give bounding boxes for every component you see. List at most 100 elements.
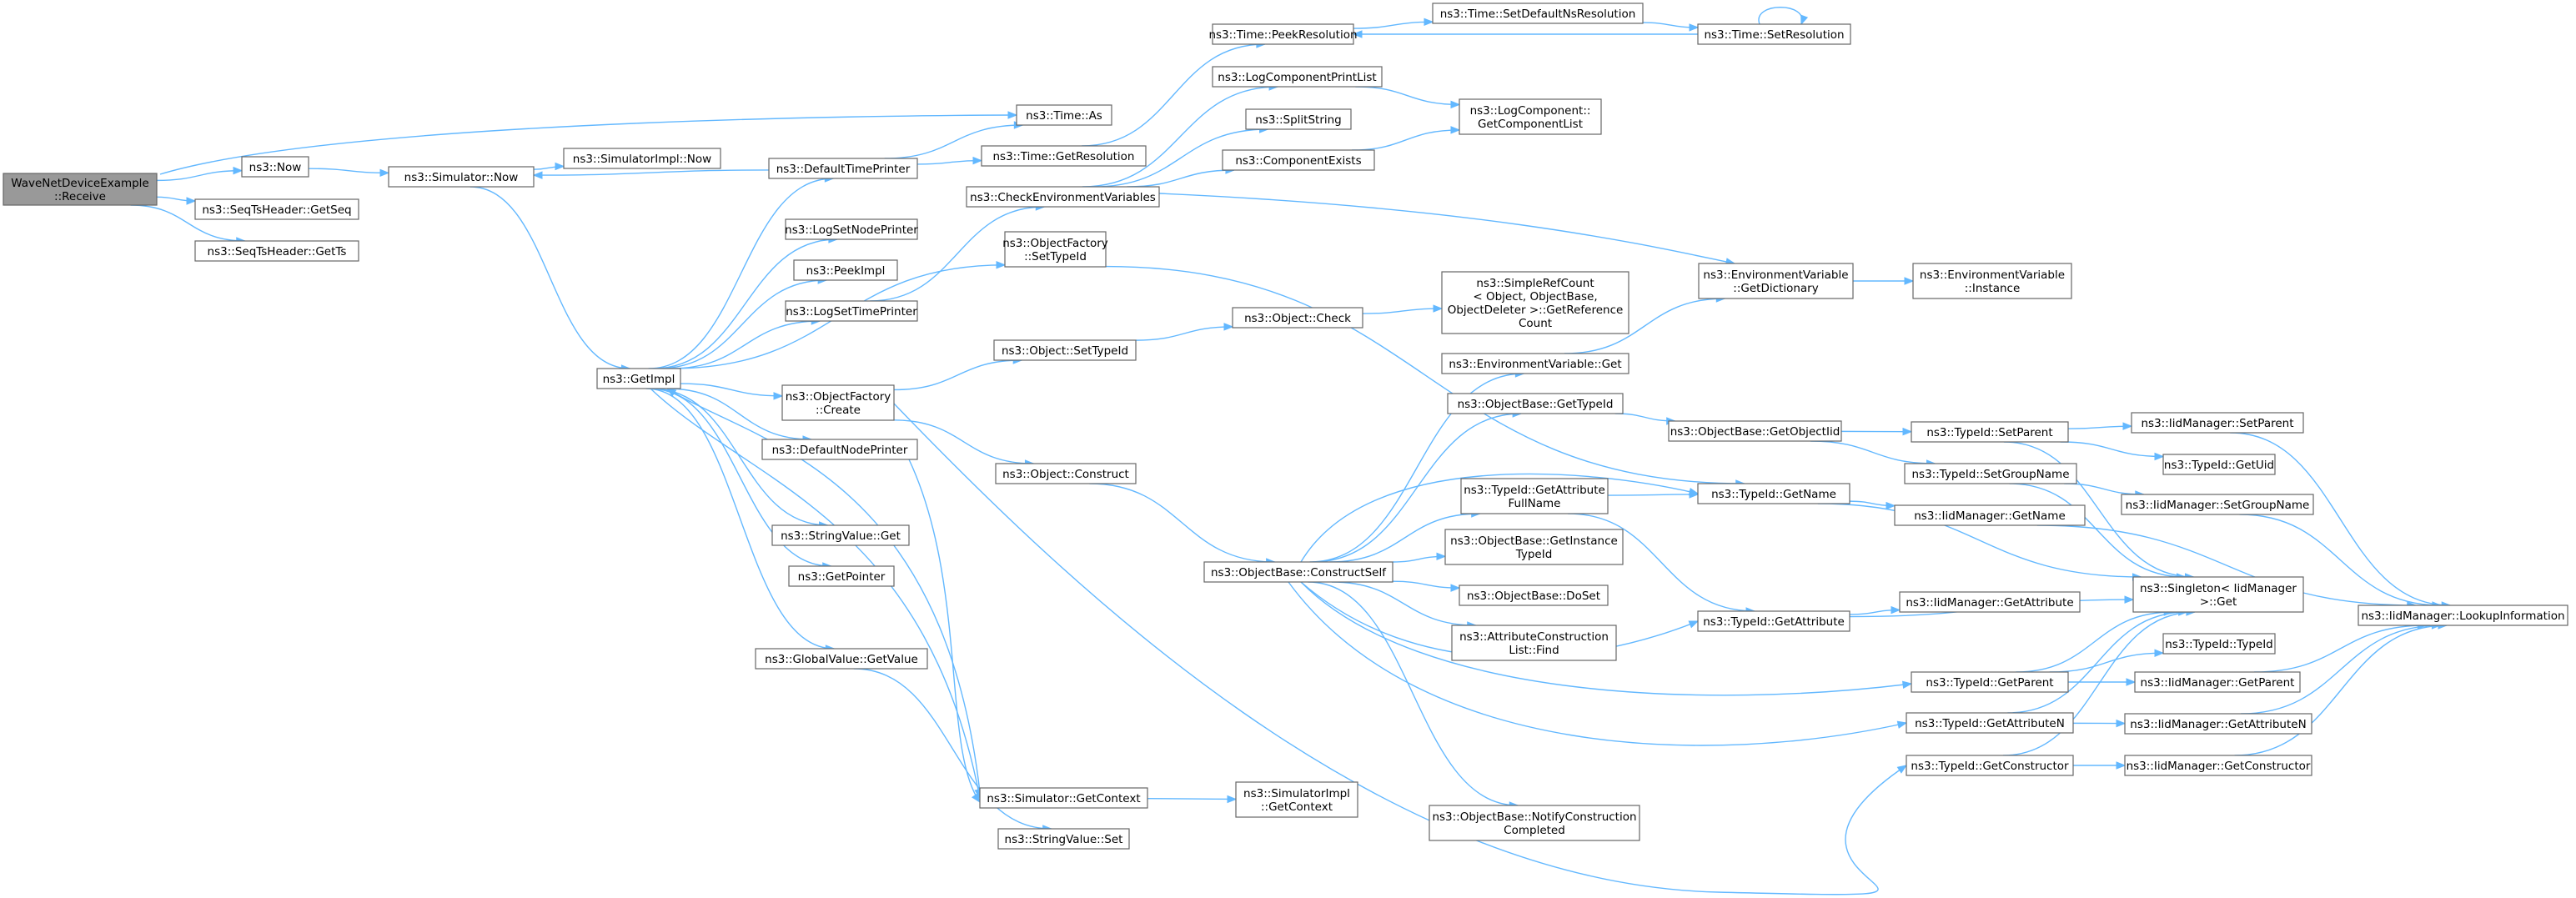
node-objconstruct[interactable]: ns3::Object::Construct [995, 463, 1137, 484]
edge-arrowhead [555, 162, 565, 171]
node-iidsetparent[interactable]: ns3::IidManager::SetParent [2131, 412, 2304, 434]
node-tidgetparent[interactable]: ns3::TypeId::GetParent [1911, 671, 2069, 693]
node-iidgetattr[interactable]: ns3::IidManager::GetAttribute [1899, 591, 2081, 613]
node-tidgetuid[interactable]: ns3::TypeId::GetUid [2162, 454, 2276, 475]
node-setdefns[interactable]: ns3::Time::SetDefaultNsResolution [1432, 3, 1644, 24]
edge-now-to-simnow [308, 168, 390, 178]
node-obgettid[interactable]: ns3::ObjectBase::GetTypeId [1447, 393, 1624, 414]
node-cev[interactable]: ns3::CheckEnvironmentVariables [966, 186, 1160, 208]
edge-line [2016, 611, 2173, 673]
node-label: TypeId [1515, 548, 1553, 561]
node-tidgetname[interactable]: ns3::TypeId::GetName [1697, 483, 1850, 504]
node-ofcreate[interactable]: ns3::ObjectFactory::Create [781, 384, 895, 421]
node-tidgetattrn[interactable]: ns3::TypeId::GetAttributeN [1906, 712, 2074, 734]
edge-line [1353, 21, 1434, 29]
node-lstp[interactable]: ns3::LogSetTimePrinter [785, 300, 918, 322]
node-getseq[interactable]: ns3::SeqTsHeader::GetSeq [194, 198, 359, 220]
node-svset[interactable]: ns3::StringValue::Set [997, 828, 1130, 850]
node-box [3, 173, 158, 206]
node-peekres[interactable]: ns3::Time::PeekResolution [1208, 23, 1358, 45]
node-gvget[interactable]: ns3::GlobalValue::GetValue [755, 648, 928, 670]
node-iidsetgroup[interactable]: ns3::IidManager::SetGroupName [2121, 494, 2314, 515]
node-iidgetctor[interactable]: ns3::IidManager::GetConstructor [2124, 755, 2312, 776]
node-tidsetgroup[interactable]: ns3::TypeId::SetGroupName [1904, 463, 2077, 484]
edge-line [893, 359, 1022, 391]
edge-arrowhead [233, 166, 244, 175]
node-obgetoid[interactable]: ns3::ObjectBase::GetObjectIid [1668, 420, 1842, 442]
node-label: FullName [1509, 497, 1561, 510]
node-compex[interactable]: ns3::ComponentExists [1222, 149, 1375, 171]
node-label: ns3::Time::SetResolution [1704, 28, 1844, 42]
node-simnow[interactable]: ns3::Simulator::Now [388, 166, 535, 188]
node-label: ns3::LogComponent:: [1470, 104, 1591, 118]
node-svget[interactable]: ns3::StringValue::Get [771, 524, 910, 546]
node-label: ns3::Object::SetTypeId [1002, 344, 1128, 358]
node-dtp[interactable]: ns3::DefaultTimePrinter [768, 158, 918, 179]
node-root[interactable]: WaveNetDeviceExample::Receive [3, 173, 158, 206]
node-tidgetctor[interactable]: ns3::TypeId::GetConstructor [1906, 755, 2074, 776]
node-srcgrc[interactable]: ns3::SimpleRefCount< Object, ObjectBase,… [1441, 271, 1629, 334]
node-now[interactable]: ns3::Now [241, 156, 309, 178]
edge-arrowhead [2154, 452, 2165, 461]
node-tidsetparent[interactable]: ns3::TypeId::SetParent [1911, 421, 2069, 443]
node-lcgcl[interactable]: ns3::LogComponent::GetComponentList [1459, 98, 1602, 135]
node-simimplnow[interactable]: ns3::SimulatorImpl::Now [563, 148, 721, 169]
node-setres[interactable]: ns3::Time::SetResolution [1697, 23, 1851, 45]
node-lsnp[interactable]: ns3::LogSetNodePrinter [785, 218, 918, 240]
edge-lcpl-to-lcgcl [1355, 86, 1461, 109]
node-ofsettid[interactable]: ns3::ObjectFactory::SetTypeId [1002, 231, 1108, 268]
node-simimplgetctx[interactable]: ns3::SimulatorImpl::GetContext [1235, 781, 1358, 818]
node-tidgetattr[interactable]: ns3::TypeId::GetAttribute [1697, 610, 1850, 632]
node-simgetctx[interactable]: ns3::Simulator::GetContext [979, 787, 1148, 809]
node-evinst[interactable]: ns3::EnvironmentVariable::Instance [1912, 263, 2072, 299]
node-label: ns3::ComponentExists [1235, 154, 1361, 168]
node-lcpl[interactable]: ns3::LogComponentPrintList [1212, 66, 1383, 88]
edge-line [159, 114, 1017, 175]
node-label: ns3::LogSetNodePrinter [785, 223, 918, 237]
node-getres[interactable]: ns3::Time::GetResolution [981, 145, 1147, 167]
edge-line [2230, 432, 2451, 606]
edge-line [1810, 440, 1936, 464]
node-label: ObjectDeleter >::GetReference [1448, 304, 1624, 317]
node-getts[interactable]: ns3::SeqTsHeader::GetTs [194, 240, 359, 262]
node-iidgetname[interactable]: ns3::IidManager::GetName [1894, 504, 2086, 526]
node-obcs[interactable]: ns3::ObjectBase::ConstructSelf [1203, 561, 1393, 583]
node-getimpl[interactable]: ns3::GetImpl [596, 368, 681, 389]
edge-getimpl-to-ofcreate [680, 383, 784, 400]
node-label: ns3::StringValue::Set [1005, 833, 1123, 846]
edge-line [1607, 494, 1699, 496]
node-iidgetparent[interactable]: ns3::IidManager::GetParent [2134, 671, 2301, 693]
node-timeas[interactable]: ns3::Time::As [1016, 104, 1112, 126]
node-iidlookup[interactable]: ns3::IidManager::LookupInformation [2358, 605, 2568, 626]
node-evgetdict[interactable]: ns3::EnvironmentVariable::GetDictionary [1698, 263, 1854, 299]
node-obnotify[interactable]: ns3::ObjectBase::NotifyConstructionCompl… [1429, 805, 1640, 841]
node-objsettid[interactable]: ns3::Object::SetTypeId [993, 339, 1137, 361]
edge-arrowhead [1450, 100, 1461, 109]
node-getptr[interactable]: ns3::GetPointer [788, 565, 895, 587]
node-obdoset[interactable]: ns3::ObjectBase::DoSet [1459, 584, 1609, 606]
node-box [2162, 454, 2276, 475]
node-iidgetattrn[interactable]: ns3::IidManager::GetAttributeN [2124, 713, 2312, 735]
node-evget[interactable]: ns3::EnvironmentVariable::Get [1441, 353, 1629, 374]
node-label: ns3::Time::As [1026, 109, 1102, 123]
node-objcheck[interactable]: ns3::Object::Check [1232, 307, 1363, 329]
node-box [1697, 483, 1850, 504]
node-label: ns3::IidManager::SetGroupName [2126, 499, 2310, 512]
node-dnp[interactable]: ns3::DefaultNodePrinter [761, 439, 918, 460]
node-singleton[interactable]: ns3::Singleton< IidManager>::Get [2132, 576, 2304, 613]
edge-line [1092, 128, 1268, 188]
edge-arrowhead [1896, 720, 1908, 729]
node-peekimpl[interactable]: ns3::PeekImpl [793, 259, 898, 281]
node-label: ns3::IidManager::SetParent [2142, 417, 2294, 430]
edge-root-to-getseq [156, 196, 197, 205]
node-box [2131, 412, 2304, 434]
node-split[interactable]: ns3::SplitString [1245, 108, 1352, 130]
edge-obcs-to-obdoset [1392, 580, 1461, 592]
node-box [785, 300, 918, 322]
edge-line [2036, 524, 2416, 606]
node-tidtid[interactable]: ns3::TypeId::TypeId [2162, 633, 2276, 655]
edge-arrowhead [971, 792, 981, 804]
